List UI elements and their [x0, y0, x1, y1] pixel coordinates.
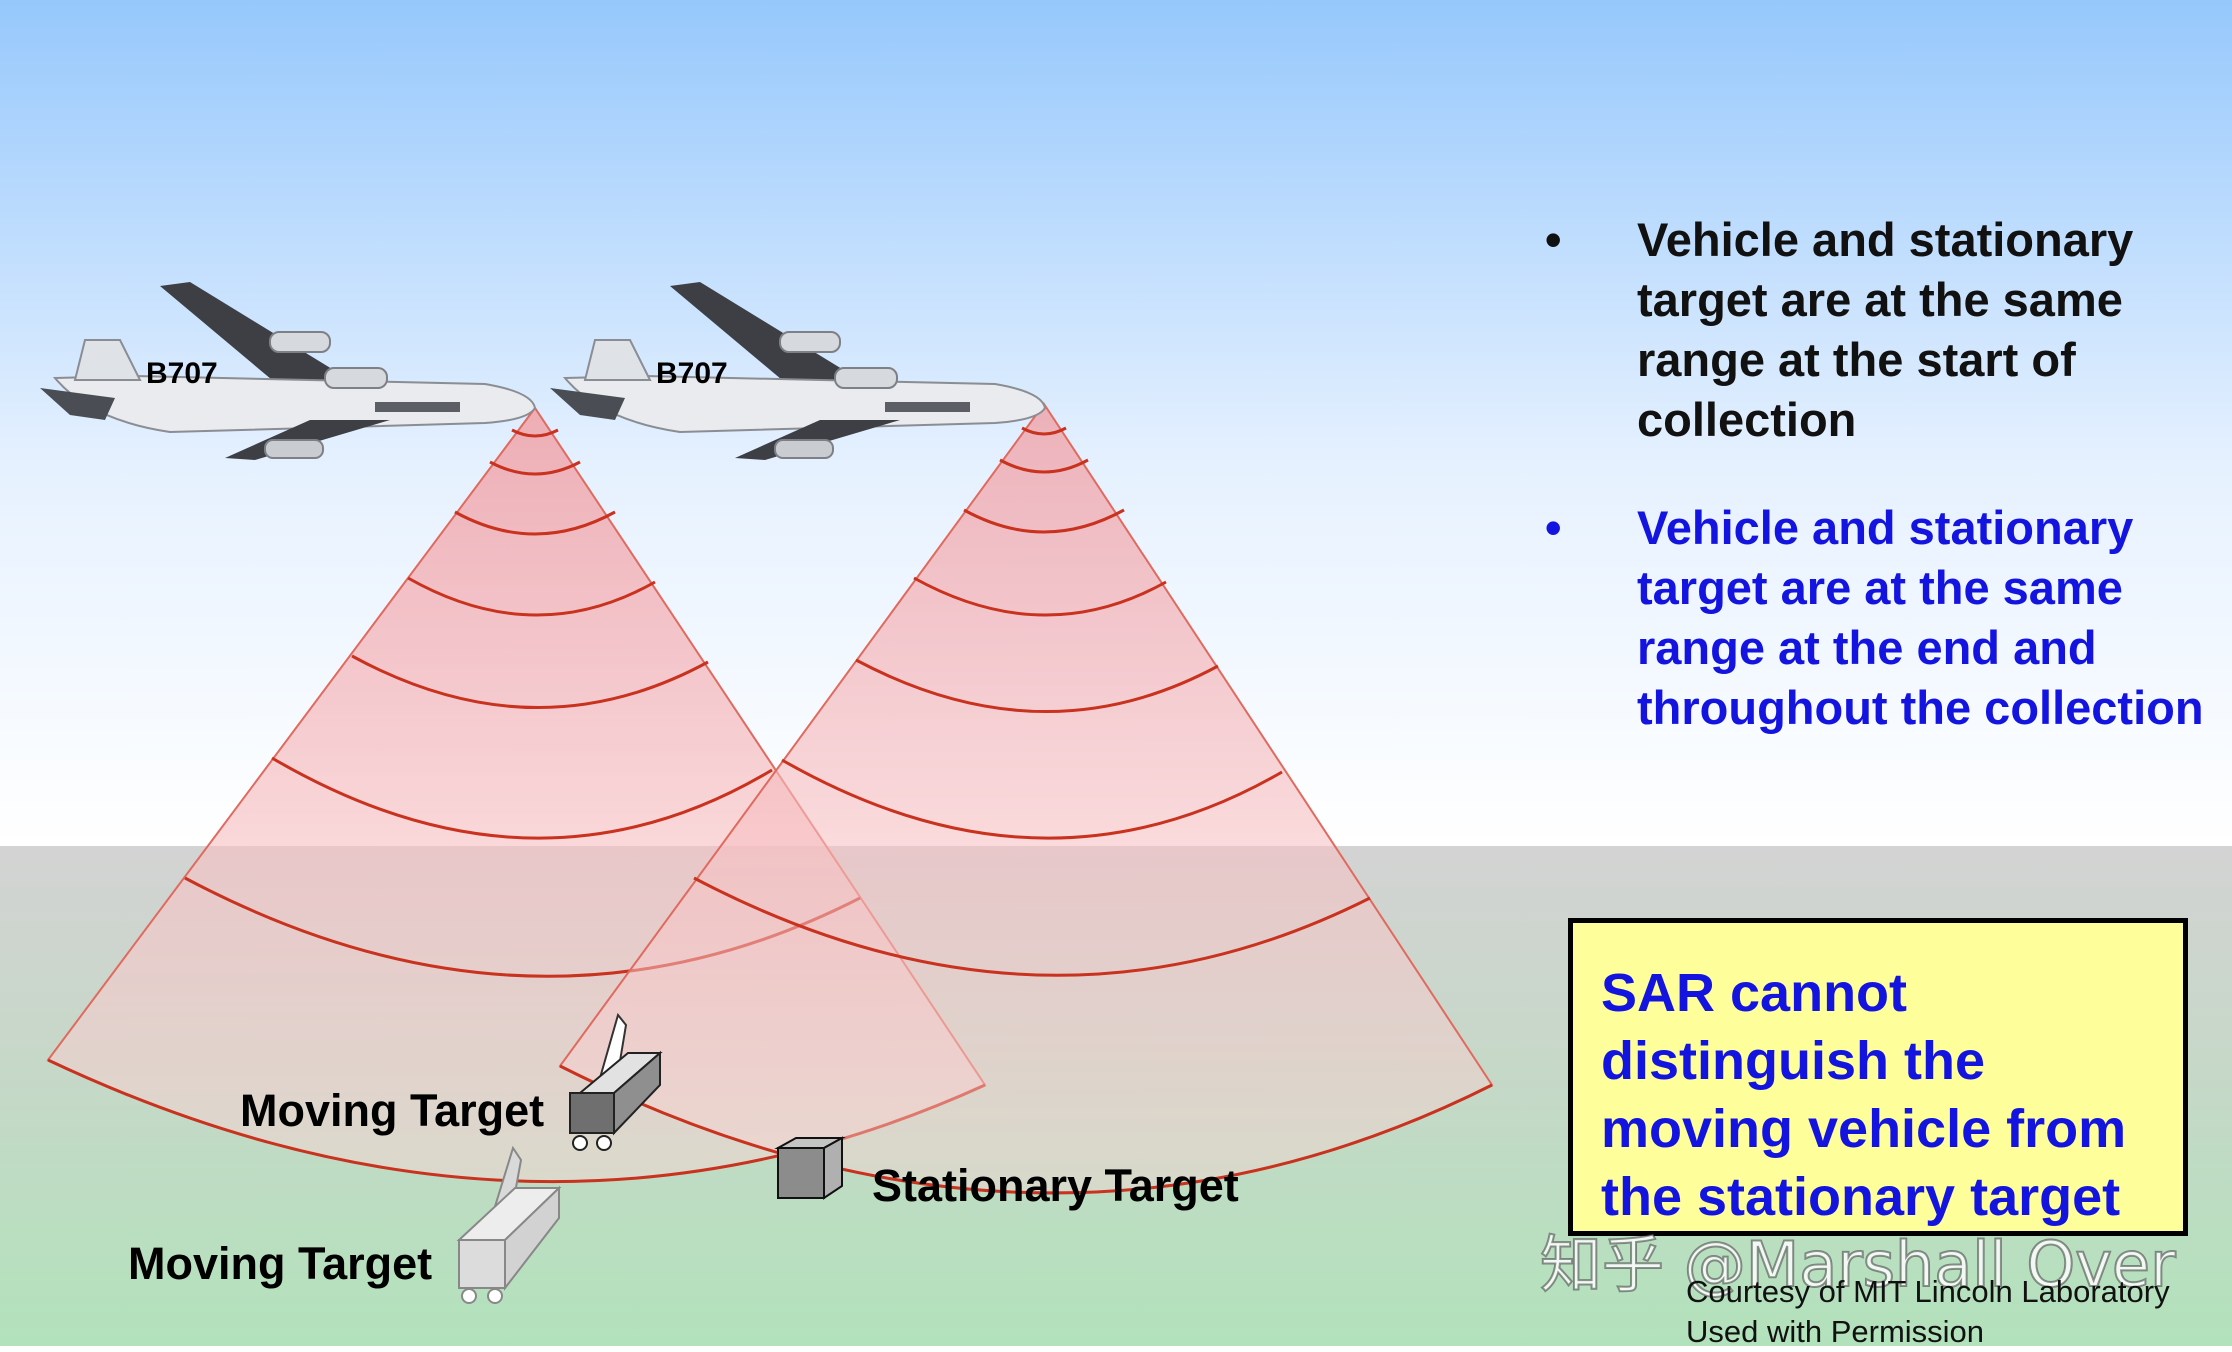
credit-line-1: Courtesy of MIT Lincoln Laboratory	[1686, 1274, 2170, 1309]
stationary-target-box	[774, 1136, 846, 1200]
aircraft-1-far-wing	[160, 282, 350, 395]
vehicle-2-front	[458, 1239, 506, 1289]
box-side	[823, 1136, 843, 1200]
beam-2-outer-arc	[559, 1064, 1493, 1195]
aircraft-2-engine-3	[774, 439, 834, 459]
beam-2-wavefronts	[693, 426, 1371, 977]
conclusion-callout: SAR cannot distinguish the moving vehicl…	[1568, 918, 2188, 1236]
vehicle-1-front	[569, 1092, 615, 1134]
aircraft-2-engine-1	[779, 331, 841, 353]
aircraft-2-engine-2	[834, 367, 898, 389]
aircraft-1-tail-plane	[40, 388, 115, 420]
aircraft-1-engine-2	[324, 367, 388, 389]
aircraft-1-engine-3	[264, 439, 324, 459]
bullet-marker: •	[1545, 213, 1562, 266]
aircraft-2	[550, 282, 1047, 460]
aircraft-1-tail-fin	[73, 339, 142, 381]
bullet-throughout-collection: • Vehicle and stationary target are at t…	[1545, 498, 2215, 738]
callout-text: SAR cannot distinguish the moving vehicl…	[1601, 963, 2127, 1227]
aircraft-2-tail-fin	[583, 339, 652, 381]
moving-vehicle-1	[569, 1012, 663, 1151]
aircraft-2-label: B707	[656, 357, 728, 390]
radar-beam-2	[558, 402, 1494, 1195]
moving-target-label-1: Moving Target	[240, 1085, 545, 1136]
bullet-text: Vehicle and stationary target are at the…	[1637, 213, 2134, 446]
bullet-list: • Vehicle and stationary target are at t…	[1545, 210, 2215, 738]
credit-line-2: Used with Permission	[1686, 1314, 1985, 1349]
credit-text: Courtesy of MIT Lincoln Laboratory Used …	[1686, 1272, 2170, 1352]
aircraft-1-belly	[375, 402, 460, 412]
bullet-text: Vehicle and stationary target are at the…	[1637, 501, 2204, 734]
aircraft-2-belly	[885, 402, 970, 412]
vehicle-1-wheel-1	[572, 1135, 588, 1151]
vehicle-1-wheel-2	[596, 1135, 612, 1151]
bullet-start-of-collection: • Vehicle and stationary target are at t…	[1545, 210, 2215, 450]
vehicle-2-wheel-2	[487, 1288, 503, 1304]
aircraft-2-far-wing	[670, 282, 860, 395]
bullet-marker: •	[1545, 501, 1562, 554]
aircraft-1-engine-1	[269, 331, 331, 353]
aircraft-1	[40, 282, 537, 460]
aircraft-1-label: B707	[146, 357, 218, 390]
box-front	[777, 1147, 825, 1199]
watermark: 知乎 @Marshall Over	[1539, 1227, 2177, 1302]
stationary-target-label: Stationary Target	[872, 1160, 1239, 1211]
moving-vehicle-2	[456, 1145, 562, 1304]
vehicle-2-wheel-1	[461, 1288, 477, 1304]
moving-target-label-2: Moving Target	[128, 1238, 433, 1289]
aircraft-2-tail-plane	[550, 388, 625, 420]
